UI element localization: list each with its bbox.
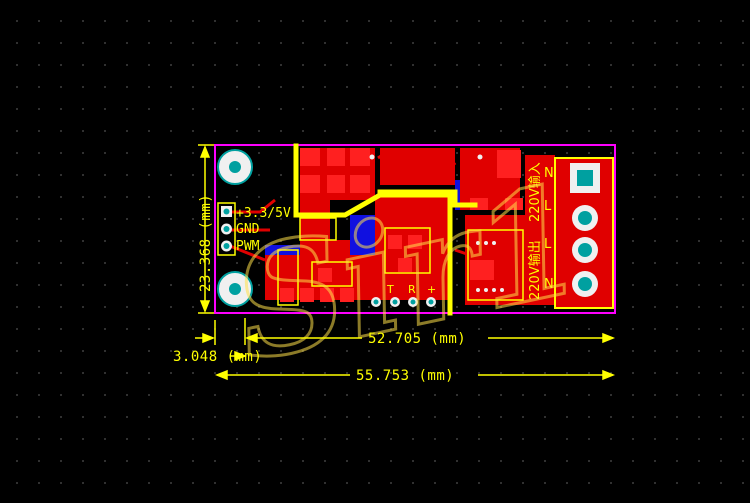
board-outline <box>214 144 616 314</box>
silkscreen-thick-lines <box>293 143 478 316</box>
total-width-dimension-line <box>214 369 616 381</box>
height-dimension-label: 23.368 (mm) <box>198 194 214 292</box>
terminal-letter-l-bottom: L <box>544 237 552 252</box>
inner-width-dimension-line <box>195 318 616 345</box>
input-label: 220V输入 <box>527 162 543 222</box>
copper-traces <box>229 148 471 262</box>
terminal-letter-n-top: N <box>544 166 554 181</box>
mounting-hole-bottom <box>217 271 253 307</box>
mounting-hole-top <box>217 149 253 185</box>
watermark: Sir1 <box>219 151 597 396</box>
bottom-header-pads <box>371 297 436 307</box>
height-dimension-line <box>198 144 214 314</box>
smd-pads <box>280 235 422 302</box>
pin-label-gnd: GND <box>236 222 260 237</box>
inner-width-dimension-label: 52.705 (mm) <box>368 331 466 347</box>
offset-dimension-label: 3.048 (mm) <box>173 349 262 365</box>
terminal-letter-n-bottom: N <box>544 277 554 292</box>
header-mark-r: R <box>408 283 416 296</box>
pin-header <box>217 202 236 256</box>
silkscreen-outlines <box>277 157 614 309</box>
output-label: 220V输出 <box>527 240 543 300</box>
offset-dimension-line <box>230 350 248 362</box>
terminal-letter-l-top: L <box>544 199 552 214</box>
pin-label-pwm: PWM <box>236 239 260 254</box>
vias <box>369 154 504 292</box>
header-mark-t: T <box>386 283 394 296</box>
pin-label-power: +3.3/5V <box>236 206 291 221</box>
header-mark-plus: + <box>427 283 436 296</box>
total-width-dimension-label: 55.753 (mm) <box>356 368 454 384</box>
terminal-block <box>570 163 600 297</box>
